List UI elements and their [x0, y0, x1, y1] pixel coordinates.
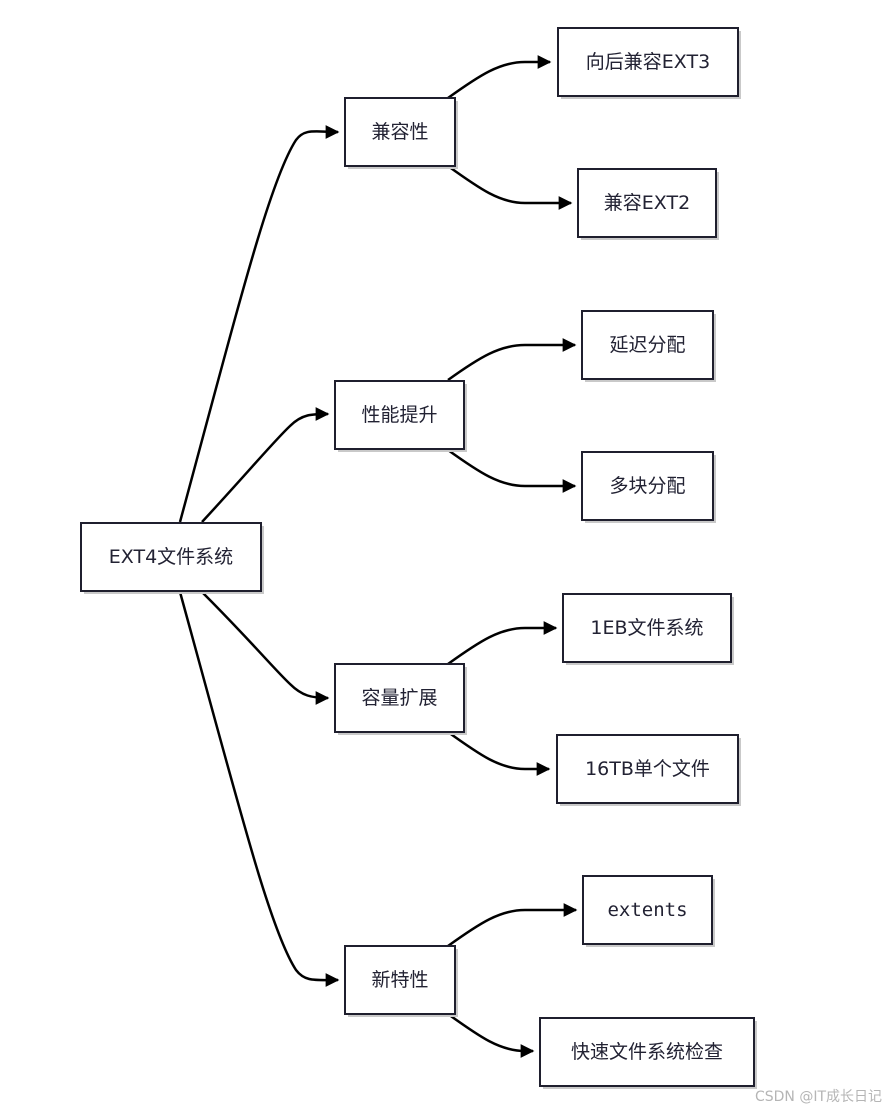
branch-label-capacity: 容量扩展: [361, 687, 437, 709]
leaf-label-delayed-alloc: 延迟分配: [609, 334, 685, 356]
leaf-label-ext2: 兼容EXT2: [604, 192, 690, 214]
node-branch-performance: 性能提升: [334, 380, 467, 452]
branch-label-features: 新特性: [371, 969, 428, 991]
branch-label-performance: 性能提升: [361, 404, 437, 426]
edge-root-to-performance: [201, 407, 330, 523]
node-leaf-extents: extents: [582, 875, 715, 947]
leaf-label-multiblock-alloc: 多块分配: [609, 475, 685, 497]
leaf-label-extents: extents: [607, 899, 687, 921]
node-leaf-ext3: 向后兼容EXT3: [557, 27, 741, 99]
node-leaf-delayed-alloc: 延迟分配: [581, 310, 716, 382]
edge-feat-to-extents: [447, 903, 578, 948]
root-label: EXT4文件系统: [109, 546, 233, 568]
leaf-label-fast-fsck: 快速文件系统检查: [571, 1041, 723, 1063]
edge-root-to-compat: [178, 125, 340, 523]
node-branch-features: 新特性: [344, 945, 458, 1017]
edge-root-to-capacity: [201, 591, 330, 705]
node-branch-compat: 兼容性: [344, 97, 458, 169]
node-leaf-1eb: 1EB文件系统: [562, 593, 734, 665]
edge-cap-to-16tb: [447, 730, 551, 776]
leaf-label-ext3: 向后兼容EXT3: [586, 51, 710, 73]
edge-feat-to-fsck: [447, 1012, 535, 1058]
edges-root: [178, 125, 340, 987]
edge-compat-to-ext2: [447, 164, 573, 210]
edge-cap-to-1eb: [447, 621, 558, 666]
node-leaf-ext2: 兼容EXT2: [577, 168, 719, 240]
node-leaf-multiblock-alloc: 多块分配: [581, 451, 716, 523]
node-leaf-16tb: 16TB单个文件: [556, 734, 741, 806]
edge-compat-to-ext3: [447, 55, 552, 100]
node-root: EXT4文件系统: [80, 522, 264, 594]
leaf-label-16tb: 16TB单个文件: [585, 758, 710, 780]
edge-root-to-features: [178, 591, 340, 987]
node-branch-capacity: 容量扩展: [334, 663, 467, 735]
node-leaf-fast-fsck: 快速文件系统检查: [539, 1017, 757, 1089]
edge-perf-to-multiblock: [447, 448, 577, 493]
watermark: CSDN @IT成长日记: [754, 1089, 882, 1105]
edges-leaves: [447, 55, 578, 1058]
branch-label-compat: 兼容性: [371, 121, 428, 143]
edge-perf-to-delayed: [447, 338, 577, 382]
leaf-label-1eb: 1EB文件系统: [590, 617, 703, 639]
